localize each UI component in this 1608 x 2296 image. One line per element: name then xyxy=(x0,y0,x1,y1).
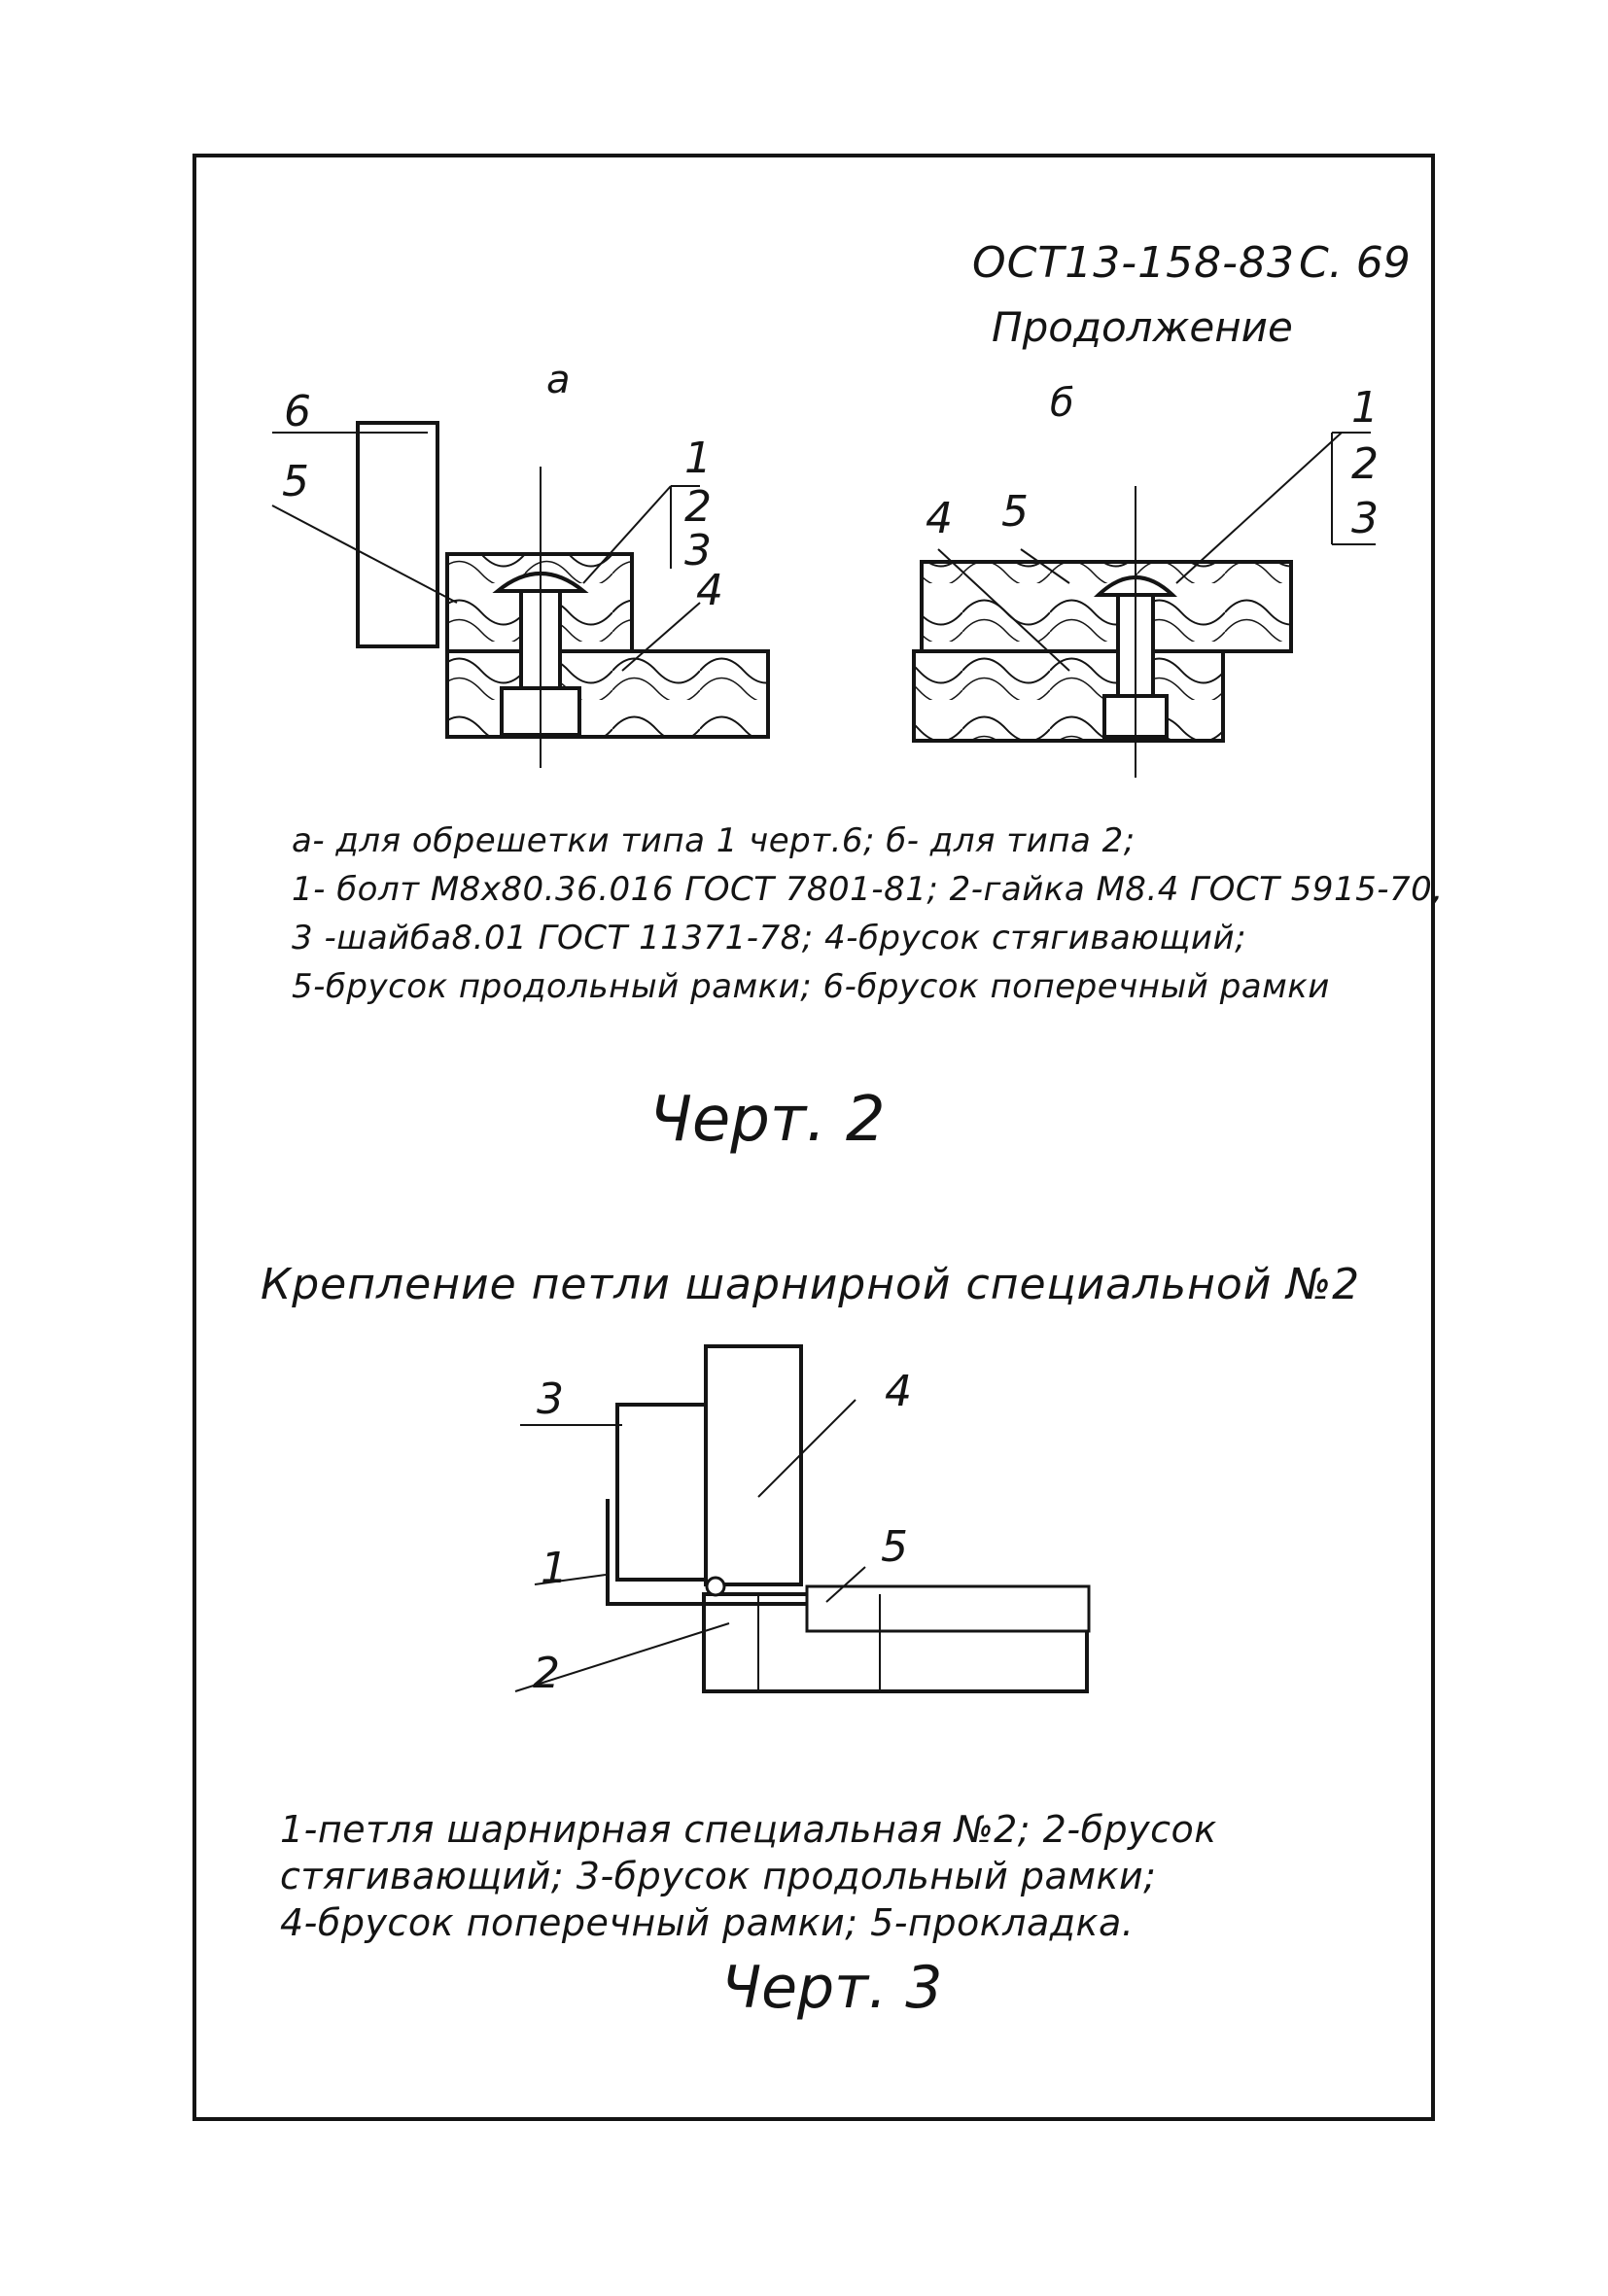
label-3-part-4: 4 xyxy=(885,1367,912,1416)
drawing-frame xyxy=(192,154,1435,2121)
figure2-legend-line-1: а- для обрешетки типа 1 черт.6; б- для т… xyxy=(292,821,1136,860)
gasket-5 xyxy=(805,1584,1091,1633)
hinge-1 xyxy=(606,1499,807,1606)
variant-b-label: б xyxy=(1050,381,1074,426)
figure3-legend-line-2: стягивающий; 3-брусок продольный рамки; xyxy=(280,1855,1157,1897)
label-3-part-1: 1 xyxy=(541,1544,568,1593)
figure2-caption: Черт. 2 xyxy=(649,1084,886,1156)
figure2-legend-line-2: 1- болт М8х80.36.016 ГОСТ 7801-81; 2-гай… xyxy=(292,870,1444,909)
label-a-part-6: 6 xyxy=(284,387,311,436)
label-3-part-2: 2 xyxy=(533,1649,560,1698)
tie-bar-4-b xyxy=(912,649,1225,743)
label-a-part-1: 1 xyxy=(684,434,712,483)
label-b-part-4: 4 xyxy=(926,494,953,543)
label-a-part-2: 2 xyxy=(684,482,712,532)
label-a-part-5: 5 xyxy=(282,457,309,506)
figure2-legend-line-4: 5-брусок продольный рамки; 6-брусок попе… xyxy=(292,967,1330,1006)
longitudinal-bar-3 xyxy=(615,1403,717,1582)
figure3-caption: Черт. 3 xyxy=(721,1954,943,2022)
figure3-title: Крепление петли шарнирной специальной №2 xyxy=(261,1260,1361,1309)
crossbar-6 xyxy=(356,421,439,648)
label-3-part-3: 3 xyxy=(537,1374,564,1424)
figure2-legend-line-3: 3 -шайба8.01 ГОСТ 11371-78; 4-брусок стя… xyxy=(292,919,1247,957)
figure3-drawing xyxy=(514,1344,1091,1693)
label-a-part-3: 3 xyxy=(684,526,712,575)
page-number: С. 69 xyxy=(1299,238,1411,288)
hinge-pin xyxy=(705,1576,726,1597)
variant-a-label: а xyxy=(546,358,571,402)
label-b-part-1: 1 xyxy=(1351,383,1379,433)
continuation-label: Продолжение xyxy=(992,303,1293,351)
tie-bar-4 xyxy=(445,649,770,739)
figure3-legend-line-3: 4-брусок поперечный рамки; 5-прокладка. xyxy=(280,1901,1135,1944)
label-a-part-4: 4 xyxy=(696,566,723,615)
label-3-part-5: 5 xyxy=(881,1522,908,1572)
longitudinal-bar-5-b xyxy=(920,560,1293,653)
standard-code: ОСТ13-158-83 xyxy=(972,238,1295,288)
figure2-variant-a xyxy=(271,421,770,768)
crossbar-4 xyxy=(704,1344,803,1586)
label-b-part-5: 5 xyxy=(1001,487,1029,537)
label-b-part-2: 2 xyxy=(1351,439,1379,489)
figure2-variant-b xyxy=(912,432,1376,778)
figure3-legend-line-1: 1-петля шарнирная специальная №2; 2-брус… xyxy=(280,1808,1217,1851)
label-b-part-3: 3 xyxy=(1351,494,1379,543)
